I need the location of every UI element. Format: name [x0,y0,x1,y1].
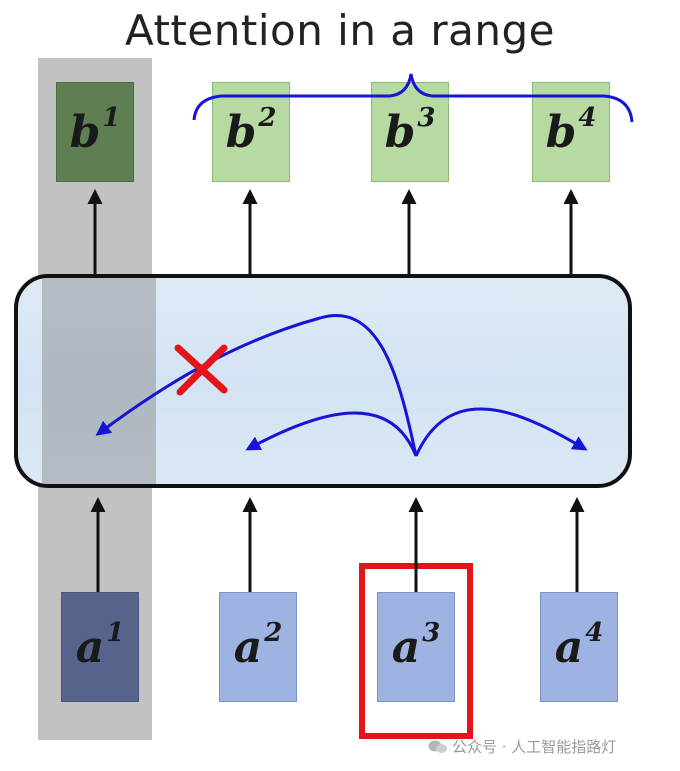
attention-curve-to-a1 [95,314,418,457]
attention-curve-to-a4 [414,407,588,457]
input-label-sup: 1 [106,618,125,648]
output-label-base: b [69,106,101,158]
output-label-base: b [384,106,416,158]
output-label-base: b [225,106,257,158]
diagram-title: Attention in a range [124,6,556,55]
input-label-sup: 3 [422,618,441,648]
range-brace [192,73,634,123]
watermark: 公众号 · 人工智能指路灯 [428,736,616,757]
input-label-base: a [391,621,421,673]
output-label-sup: 2 [258,103,277,133]
attention-layer [14,274,632,488]
output-label-base: b [545,106,577,158]
input-label-base: a [554,621,584,673]
input-label-sup: 4 [585,618,604,648]
x-cross-icon [174,344,228,396]
layer-excluded-shade [42,278,156,484]
wechat-icon [428,740,448,754]
output-label-sup: 1 [102,103,121,133]
watermark-text: 公众号 · 人工智能指路灯 [452,738,617,756]
input-label-base: a [233,621,263,673]
input-label-sup: 2 [264,618,283,648]
attention-curve-to-a2 [245,411,418,457]
output-label-sup: 4 [578,103,597,133]
input-label-base: a [75,621,105,673]
output-label-sup: 3 [417,103,436,133]
